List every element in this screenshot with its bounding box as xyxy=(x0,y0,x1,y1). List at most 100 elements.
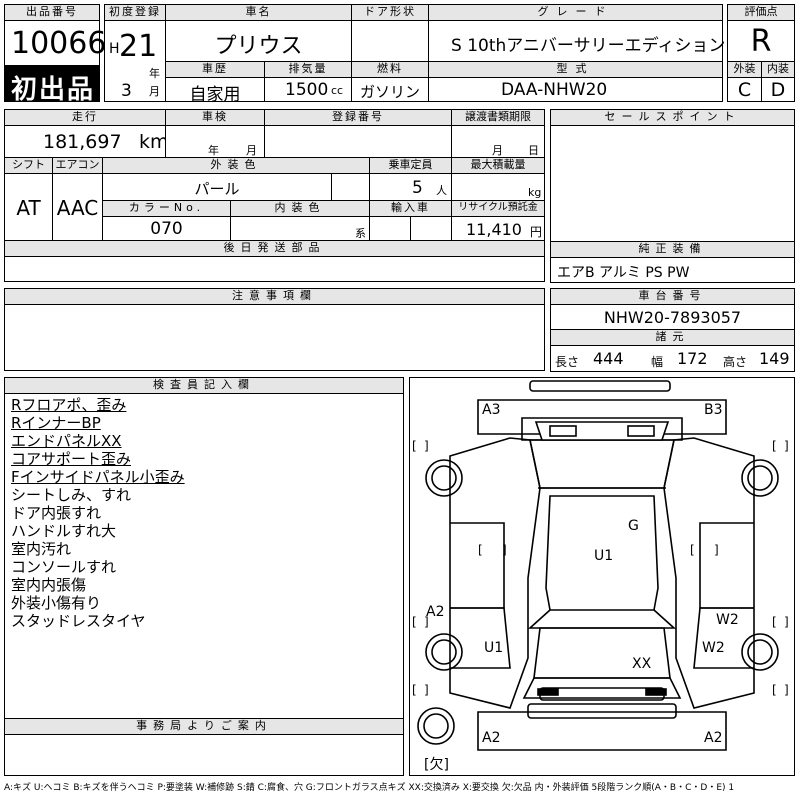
first-listing-badge: 初出品 xyxy=(4,65,100,105)
length-label: 長さ xyxy=(555,355,580,369)
door-label: ドア形状 xyxy=(351,4,429,21)
inspector-note: シートしみ、すれ xyxy=(11,486,132,504)
sales-point-label: セールスポイント xyxy=(550,109,795,126)
svg-text:[: [ xyxy=(690,543,695,557)
dims-label: 諸元 xyxy=(550,329,795,346)
capacity: 5 xyxy=(412,178,423,198)
mileage: 181,697 xyxy=(43,131,122,153)
office-cell xyxy=(4,734,404,776)
rear-panel xyxy=(477,711,727,751)
rear-bumper xyxy=(527,703,677,719)
svg-text:[: [ xyxy=(772,615,777,629)
inspection-year-unit: 年 xyxy=(208,144,219,157)
wheel-rear-left xyxy=(425,633,463,671)
ext-color: パール xyxy=(194,180,240,198)
mark-b3-right: B3 xyxy=(704,402,723,418)
mark-a2-bottom-right: A2 xyxy=(704,730,723,746)
svg-text:[: [ xyxy=(478,543,483,557)
recycle-cell: 11,410 円 xyxy=(451,216,545,241)
fuel-label: 燃料 xyxy=(351,61,429,78)
capacity-label: 乗車定員 xyxy=(369,157,452,174)
caution-label: 注意事項欄 xyxy=(4,288,545,305)
inspector-note: スタッドレスタイヤ xyxy=(11,612,146,630)
mark-u1-center: U1 xyxy=(594,548,614,564)
reg-year-unit: 年 xyxy=(149,67,160,80)
score-cell: R xyxy=(727,20,795,62)
color-no-label: カラーNo. xyxy=(102,200,231,217)
inspection-label: 車検 xyxy=(165,109,265,126)
inspector-note: コンソールすれ xyxy=(11,558,117,576)
spare-wheel xyxy=(417,707,455,745)
shift: AT xyxy=(16,196,41,220)
mark-u1-left: U1 xyxy=(484,640,504,656)
ac-label: エアコン xyxy=(52,157,103,174)
shift-label: シフト xyxy=(4,157,53,174)
inspector-note: ドア内張すれ xyxy=(11,504,102,522)
inspector-note: Rフロアポ、歪み xyxy=(11,396,127,414)
front-panel xyxy=(477,399,727,435)
exterior-grade-cell: C xyxy=(727,77,762,102)
recycle: 11,410 xyxy=(466,220,522,239)
interior-grade-label: 内装 xyxy=(761,61,795,78)
fuel: ガソリン xyxy=(359,83,420,101)
svg-text:[: [ xyxy=(412,683,417,697)
svg-text:]: ] xyxy=(784,615,789,629)
reg-month: 3 xyxy=(121,81,132,101)
svg-text:[: [ xyxy=(412,615,417,629)
inspection-month-unit: 月 xyxy=(246,144,257,157)
svg-text:]: ] xyxy=(714,543,719,557)
interior-grade: D xyxy=(770,79,786,101)
max-load-label: 最大積載量 xyxy=(451,157,545,174)
transfer-day-unit: 日 xyxy=(528,144,539,157)
dims-cell: 長さ 444 幅 172 高さ 149 xyxy=(550,345,795,372)
mileage-unit: km xyxy=(139,131,169,153)
inspector-note: 室内汚れ xyxy=(11,540,72,558)
grade-cell: S 10thアニバーサリーエディション xyxy=(428,20,726,62)
equipment: エアB アルミ PS PW xyxy=(557,265,690,281)
import-label: 輸入車 xyxy=(369,200,452,217)
score: R xyxy=(750,24,772,59)
interior-grade-cell: D xyxy=(761,77,795,102)
svg-text:]: ] xyxy=(784,683,789,697)
svg-text:]: ] xyxy=(424,615,429,629)
car-name-label: 車名 xyxy=(165,4,352,21)
mark-a2-left: A2 xyxy=(426,604,445,620)
inspector-note: RインナーBP xyxy=(11,414,101,432)
shift-cell: AT xyxy=(4,173,53,241)
max-load-cell: kg xyxy=(451,173,545,201)
import-cell xyxy=(369,216,452,241)
front-bumper-top xyxy=(529,380,671,392)
reg-year: 21 xyxy=(119,29,158,64)
mark-a3-left: A3 xyxy=(482,402,501,418)
wheel-rear-right xyxy=(741,633,779,671)
wheel-front-left xyxy=(425,459,463,497)
wheel-front-right xyxy=(741,459,779,497)
era-prefix: H xyxy=(109,41,120,57)
office-label: 事務局よりご案内 xyxy=(4,718,404,735)
transfer-label: 譲渡書類期限 xyxy=(451,109,545,126)
transfer-cell: 月 日 xyxy=(451,125,545,158)
model: DAA-NHW20 xyxy=(501,80,608,100)
mileage-cell: 181,697 km xyxy=(4,125,169,158)
chassis-cell: NHW20-7893057 xyxy=(550,304,795,330)
length: 444 xyxy=(593,349,624,368)
model-cell: DAA-NHW20 xyxy=(428,77,723,102)
displacement-cell: 1500 cc xyxy=(264,77,352,102)
ext-color-cell: パール xyxy=(102,173,370,201)
reg-month-unit: 月 xyxy=(149,85,160,98)
exterior-grade: C xyxy=(737,79,752,101)
equipment-cell: エアB アルミ PS PW xyxy=(550,257,795,283)
car-name-cell: プリウス xyxy=(165,20,352,62)
right-side-outline xyxy=(663,437,755,709)
history-label: 車歴 xyxy=(165,61,265,78)
grade: S 10thアニバーサリーエディション xyxy=(451,36,726,56)
reg-number-label: 登録番号 xyxy=(264,109,452,126)
displacement: 1500 xyxy=(285,80,329,100)
inspector-note: 室内内張傷 xyxy=(11,576,87,594)
score-label: 評価点 xyxy=(727,4,795,21)
recycle-unit: 円 xyxy=(530,225,543,239)
svg-text:[: [ xyxy=(412,439,417,453)
ac: AAC xyxy=(56,196,99,220)
inspector-note: ハンドルすれ大 xyxy=(11,522,117,540)
